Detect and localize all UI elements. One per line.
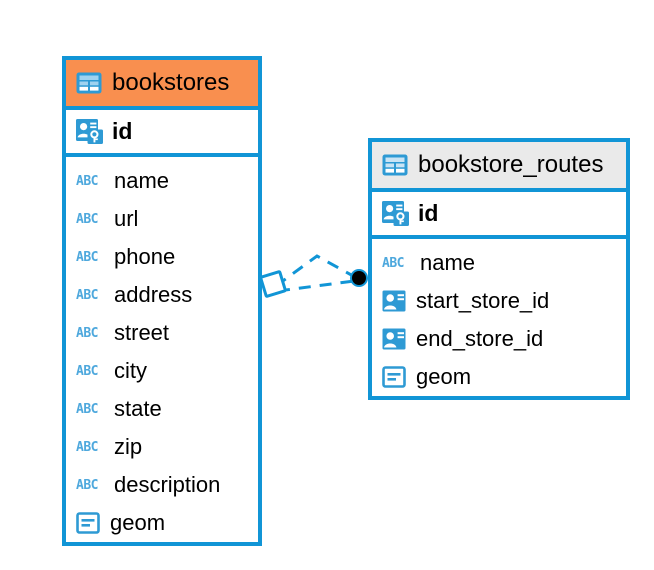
field-row-geom[interactable]: geom (372, 358, 626, 396)
field-label: state (114, 396, 162, 421)
entity-title-bookstores: bookstores (112, 69, 230, 96)
field-row-state[interactable]: ABC state (66, 390, 258, 428)
field-label: description (114, 472, 221, 497)
primary-key-icon (76, 119, 103, 144)
entity-table-bookstores[interactable]: bookstores id ABC (62, 56, 262, 546)
field-row-name[interactable]: ABC name (372, 244, 626, 282)
field-row-start-store-id[interactable]: start_store_id (372, 282, 626, 320)
abc-text-icon: ABC (76, 325, 98, 341)
abc-text-icon: ABC (382, 255, 404, 271)
field-label: geom (110, 510, 166, 535)
primary-key-name: id (112, 118, 133, 144)
field-label: address (114, 282, 193, 307)
field-row-name[interactable]: ABC name (66, 162, 258, 200)
geometry-icon (382, 366, 407, 388)
field-label: zip (114, 434, 143, 459)
geometry-icon (76, 512, 101, 534)
field-row-description[interactable]: ABC description (66, 466, 258, 504)
foreign-key-icon (382, 290, 407, 312)
entity-table-bookstore-routes[interactable]: bookstore_routes id ABC (368, 138, 630, 400)
field-label: city (114, 358, 147, 383)
field-label: name (114, 168, 170, 193)
abc-text-icon: ABC (76, 363, 98, 379)
field-row-street[interactable]: ABC street (66, 314, 258, 352)
abc-text-icon: ABC (76, 439, 98, 455)
field-label: phone (114, 244, 176, 269)
field-row-address[interactable]: ABC address (66, 276, 258, 314)
abc-text-icon: ABC (76, 211, 98, 227)
field-label: name (420, 250, 476, 275)
field-row-phone[interactable]: ABC phone (66, 238, 258, 276)
relationship-line-upper (275, 254, 356, 288)
entity-header-bookstores[interactable]: bookstores (66, 60, 258, 110)
primary-key-row-bookstore-routes[interactable]: id (372, 192, 626, 239)
field-label: end_store_id (416, 326, 544, 351)
primary-key-icon (382, 201, 409, 226)
field-row-zip[interactable]: ABC zip (66, 428, 258, 466)
field-label: street (114, 320, 170, 345)
diamond-endpoint-icon (259, 270, 287, 298)
field-row-url[interactable]: ABC url (66, 200, 258, 238)
abc-text-icon: ABC (76, 287, 98, 303)
abc-text-icon: ABC (76, 477, 98, 493)
table-icon (76, 72, 102, 94)
field-label: start_store_id (416, 288, 550, 313)
abc-text-icon: ABC (76, 249, 98, 265)
field-row-city[interactable]: ABC city (66, 352, 258, 390)
table-icon (382, 154, 408, 176)
foreign-key-icon (382, 328, 407, 350)
abc-text-icon: ABC (76, 173, 98, 189)
field-label: geom (416, 364, 472, 389)
primary-key-row-bookstores[interactable]: id (66, 110, 258, 157)
entity-header-bookstore-routes[interactable]: bookstore_routes (372, 142, 626, 192)
dot-endpoint-icon (350, 269, 368, 287)
field-row-end-store-id[interactable]: end_store_id (372, 320, 626, 358)
field-row-geom[interactable]: geom (66, 504, 258, 542)
entity-title-bookstore-routes: bookstore_routes (418, 151, 604, 178)
primary-key-name: id (418, 200, 439, 226)
relationship-line-lower (277, 279, 355, 293)
field-label: url (114, 206, 139, 231)
field-list-bookstore-routes: ABC name start_store_id (372, 239, 626, 400)
abc-text-icon: ABC (76, 401, 98, 417)
field-list-bookstores: ABC name ABC url ABC phone ABC address A… (66, 157, 258, 546)
